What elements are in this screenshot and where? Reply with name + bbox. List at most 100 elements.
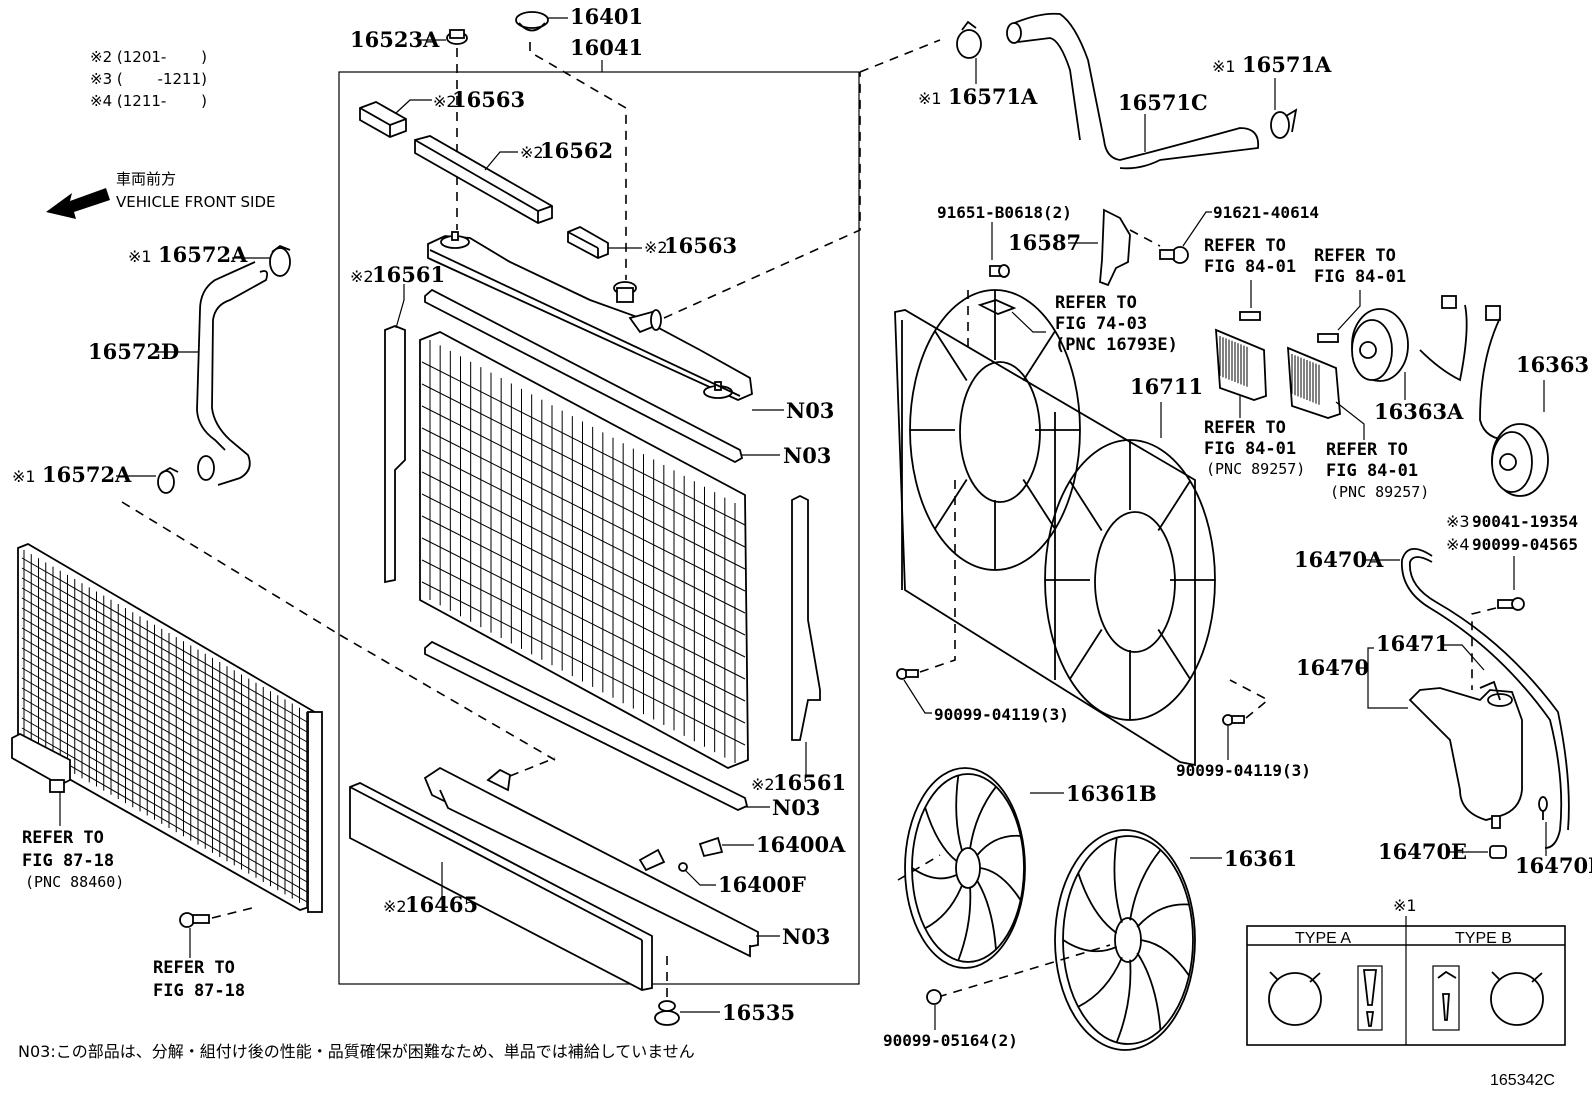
label-16571A-left[interactable]: 16571A [948, 84, 1038, 109]
seal-16562 [414, 135, 553, 224]
cushion-16535 [654, 1000, 680, 1026]
clip-16470B [1538, 796, 1548, 820]
lower-gasket [424, 640, 749, 811]
seal-16563-top [359, 101, 407, 138]
label-16400F[interactable]: 16400F [718, 872, 806, 897]
svg-text:※2: ※2 [751, 775, 775, 794]
label-16361[interactable]: 16361 [1224, 846, 1297, 871]
seal-16465 [349, 782, 653, 991]
cap-16470E [1489, 845, 1507, 859]
svg-text:※1: ※1 [1212, 57, 1236, 76]
refer-to-condenser-2: REFER TO [153, 958, 235, 978]
fan-16361 [1054, 829, 1196, 1051]
resistor-2 [1287, 346, 1341, 419]
label-90099-04119-left[interactable]: 90099-04119(3) [934, 705, 1069, 724]
refer-to-84-01-a: REFER TO [1204, 236, 1286, 256]
bolt-resistor-1 [1239, 311, 1261, 321]
upper-hose-16571C [1006, 12, 1260, 170]
bolt-91621 [1159, 246, 1189, 264]
ref-fig-87-18-a[interactable]: FIG 87-18 [22, 851, 114, 871]
legend-notes: ※2 (1201- ) ※3 ( -1211) ※4 (1211- ) [90, 48, 207, 110]
type-a-clamp-icon [1268, 971, 1322, 1026]
ref-pnc-16793E: (PNC 16793E) [1055, 335, 1178, 355]
label-16363[interactable]: 16363 [1516, 352, 1589, 377]
radiator-cap-16401 [515, 11, 627, 280]
reserve-tank-16470 [1408, 680, 1523, 829]
ref-fig-84-01-d[interactable]: FIG 84-01 [1326, 461, 1418, 481]
type-b-header: TYPE B [1455, 930, 1512, 947]
label-91651-B0618[interactable]: 91651-B0618(2) [937, 203, 1072, 222]
label-16571C[interactable]: 16571C [1118, 90, 1208, 115]
label-16711[interactable]: 16711 [1130, 374, 1203, 399]
radiator-core [419, 331, 749, 769]
svg-text:※1: ※1 [12, 467, 36, 486]
label-16361B[interactable]: 16361B [1066, 781, 1157, 806]
label-16470B[interactable]: 16470B [1515, 853, 1592, 878]
label-16561-left[interactable]: 16561 [372, 262, 445, 287]
svg-text:※2: ※2 [383, 897, 407, 916]
front-arrow-icon [46, 188, 110, 219]
clamp-16572A-top [269, 244, 291, 277]
ref-pnc-89257-a: (PNC 89257) [1206, 460, 1305, 478]
upper-gasket [424, 288, 744, 464]
label-n03-1[interactable]: N03 [786, 398, 834, 423]
svg-text:※1: ※1 [918, 89, 942, 108]
ref-fig-87-18-b[interactable]: FIG 87-18 [153, 981, 245, 1001]
label-n03-3[interactable]: N03 [772, 795, 820, 820]
label-16401[interactable]: 16401 [570, 4, 643, 29]
ref-fig-84-01-c[interactable]: FIG 84-01 [1314, 267, 1406, 287]
label-16563-top[interactable]: 16563 [452, 87, 525, 112]
label-n03-2[interactable]: N03 [783, 443, 831, 468]
fan-16361B [904, 767, 1026, 969]
type-a-clip-icon [1357, 965, 1383, 1031]
label-16563-mid[interactable]: 16563 [664, 233, 737, 258]
refer-to-84-01-b: REFER TO [1204, 418, 1286, 438]
label-plate [977, 299, 1017, 315]
label-16465[interactable]: 16465 [405, 892, 478, 917]
label-16561-right[interactable]: 16561 [773, 770, 846, 795]
ref-fig-84-01-b[interactable]: FIG 84-01 [1204, 439, 1296, 459]
resistor-1 [1215, 328, 1267, 401]
direction-jp: 車両前方 [116, 170, 176, 188]
lower-tank [423, 766, 759, 958]
bolt-resistor-2 [1317, 333, 1339, 343]
label-16572A-top[interactable]: 16572A [158, 242, 248, 267]
nut-90099-05164 [926, 989, 942, 1005]
legend-note-4: ※4 (1211- ) [90, 92, 207, 110]
label-16041[interactable]: 16041 [570, 35, 643, 60]
label-16470E[interactable]: 16470E [1378, 839, 1467, 864]
legend-note-2: ※2 (1201- ) [90, 48, 207, 66]
clamp-16572A-bottom [157, 466, 179, 494]
label-16400A[interactable]: 16400A [756, 832, 846, 857]
footer-note: N03:この部品は、分解・組付け後の性能・品質確保が困難なため、単品では補給して… [18, 1042, 695, 1061]
label-90099-04565[interactable]: 90099-04565 [1472, 535, 1578, 554]
svg-text:※2: ※2 [350, 267, 374, 286]
fan-motor-16363 [1479, 317, 1549, 497]
label-16571A-right[interactable]: 16571A [1242, 52, 1332, 77]
refer-to-84-01-c: REFER TO [1314, 246, 1396, 266]
clamp-types-mark: ※1 [1393, 896, 1417, 915]
label-16572A-bottom[interactable]: 16572A [42, 462, 132, 487]
fan-shroud-16711 [894, 289, 1216, 767]
label-16562[interactable]: 16562 [540, 138, 613, 163]
label-90099-04119-right[interactable]: 90099-04119(3) [1176, 761, 1311, 780]
label-16471[interactable]: 16471 [1376, 631, 1449, 656]
label-n03-4[interactable]: N03 [782, 924, 830, 949]
label-16535[interactable]: 16535 [722, 1000, 795, 1025]
refer-to-84-01-d: REFER TO [1326, 440, 1408, 460]
ref-fig-84-01-a[interactable]: FIG 84-01 [1204, 257, 1296, 277]
seal-16561-right [791, 494, 821, 741]
label-90041-19354[interactable]: 90041-19354 [1472, 512, 1578, 531]
label-16363A[interactable]: 16363A [1374, 399, 1464, 424]
direction-en: VEHICLE FRONT SIDE [116, 193, 276, 211]
label-90099-05164[interactable]: 90099-05164(2) [883, 1031, 1018, 1050]
seal-16561-left [384, 325, 406, 584]
ref-fig-74-03[interactable]: FIG 74-03 [1055, 314, 1147, 334]
svg-text:※2: ※2 [644, 238, 668, 257]
label-91621-40614[interactable]: 91621-40614 [1213, 203, 1319, 222]
svg-text:※3: ※3 [1446, 512, 1470, 531]
clamp-types-table: TYPE A TYPE B [1246, 925, 1566, 1046]
vehicle-front-indicator: 車両前方 VEHICLE FRONT SIDE [46, 170, 276, 219]
label-16470[interactable]: 16470 [1296, 655, 1369, 680]
